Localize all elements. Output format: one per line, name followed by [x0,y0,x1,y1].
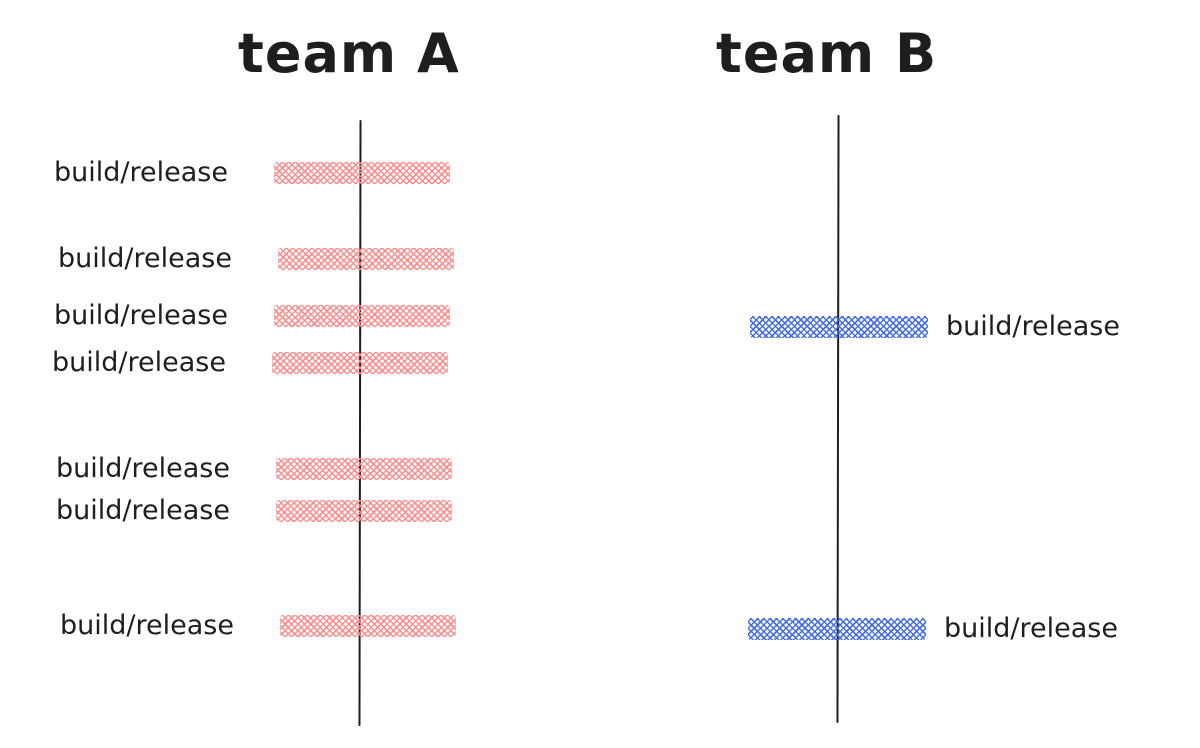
event-label: build/release [946,311,1120,342]
event-label: build/release [58,243,232,274]
event-label: build/release [56,453,230,484]
event-label: build/release [52,347,226,378]
team-a-event: build/release [60,611,460,641]
event-label: build/release [944,613,1118,644]
team-a-title: team A [238,22,460,85]
event-bar [272,352,448,374]
event-bar [276,458,452,480]
event-label: build/release [54,157,228,188]
event-label: build/release [54,300,228,331]
event-bar [280,615,456,637]
event-bar [750,316,928,338]
team-b-event: build/release [746,614,1156,644]
team-a-event: build/release [54,158,454,188]
event-label: build/release [56,495,230,526]
team-a-event: build/release [56,496,456,526]
event-bar [274,305,450,327]
team-a-event: build/release [52,348,452,378]
team-a-event: build/release [54,301,454,331]
event-bar [274,162,450,184]
team-a-event: build/release [58,244,458,274]
team-b-title: team B [716,22,938,85]
team-b-event: build/release [748,312,1158,342]
event-bar [276,500,452,522]
event-bar [748,618,926,640]
event-label: build/release [60,610,234,641]
team-a-event: build/release [56,454,456,484]
event-bar [278,248,454,270]
